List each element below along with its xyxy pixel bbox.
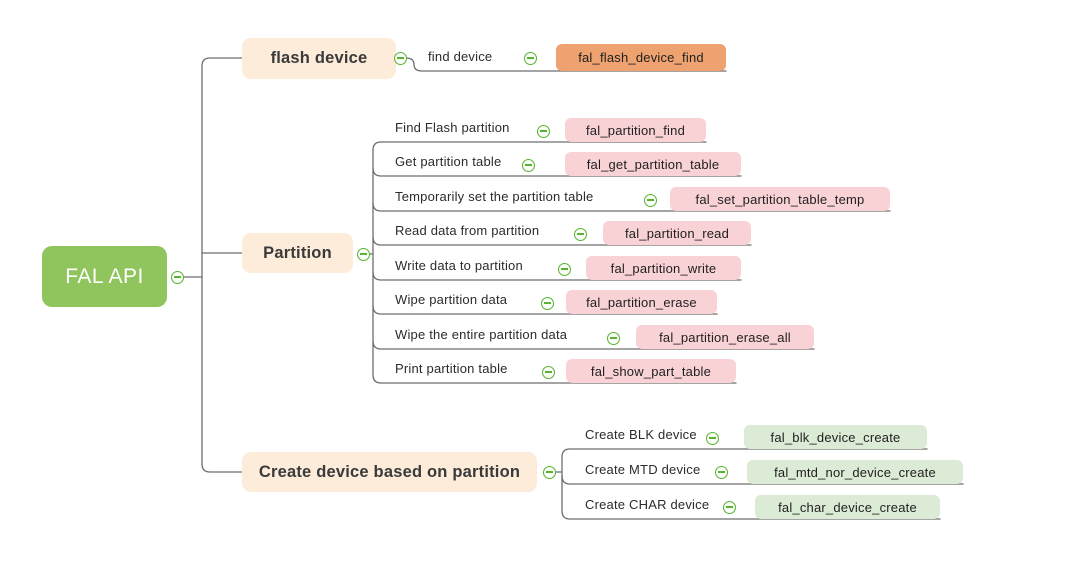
collapse-minus-icon[interactable] [606,331,620,345]
node-create-device-based-on-partition[interactable]: Create device based on partition [242,452,537,492]
node-fal-char-device-create[interactable]: fal_char_device_create [755,495,940,519]
node-create-blk-device[interactable]: Create BLK device [585,427,697,442]
node-fal-partition-read[interactable]: fal_partition_read [603,221,751,245]
node-fal-set-partition-table-temp[interactable]: fal_set_partition_table_temp [670,187,890,211]
collapse-minus-icon[interactable] [541,365,555,379]
collapse-minus-icon[interactable] [536,124,550,138]
node-flash-device[interactable]: flash device [242,38,396,79]
node-find-flash-partition[interactable]: Find Flash partition [395,120,510,135]
node-find-device[interactable]: find device [428,49,493,64]
node-fal-api[interactable]: FAL API [42,246,167,307]
collapse-minus-icon[interactable] [643,193,657,207]
node-fal-blk-device-create[interactable]: fal_blk_device_create [744,425,927,449]
node-fal-partition-write[interactable]: fal_partition_write [586,256,741,280]
node-fal-partition-find[interactable]: fal_partition_find [565,118,706,142]
node-get-partition-table[interactable]: Get partition table [395,154,502,169]
collapse-minus-icon[interactable] [542,465,556,479]
collapse-minus-icon[interactable] [356,247,370,261]
collapse-minus-icon[interactable] [573,227,587,241]
node-fal-partition-erase-all[interactable]: fal_partition_erase_all [636,325,814,349]
node-fal-show-part-table[interactable]: fal_show_part_table [566,359,736,383]
collapse-minus-icon[interactable] [705,431,719,445]
node-wipe-entire-partition-data[interactable]: Wipe the entire partition data [395,327,568,342]
node-fal-flash-device-find[interactable]: fal_flash_device_find [556,44,726,71]
collapse-minus-icon[interactable] [393,51,407,65]
node-temporarily-set-partition-table[interactable]: Temporarily set the partition table [395,189,594,204]
collapse-minus-icon[interactable] [523,51,537,65]
node-wipe-partition-data[interactable]: Wipe partition data [395,292,508,307]
collapse-minus-icon[interactable] [540,296,554,310]
node-print-partition-table[interactable]: Print partition table [395,361,508,376]
node-create-mtd-device[interactable]: Create MTD device [585,462,701,477]
collapse-minus-icon[interactable] [722,500,736,514]
node-partition[interactable]: Partition [242,233,353,273]
node-fal-mtd-nor-device-create[interactable]: fal_mtd_nor_device_create [747,460,963,484]
collapse-minus-icon[interactable] [170,270,184,284]
node-read-data-from-partition[interactable]: Read data from partition [395,223,540,238]
node-fal-get-partition-table[interactable]: fal_get_partition_table [565,152,741,176]
collapse-minus-icon[interactable] [714,465,728,479]
node-create-char-device[interactable]: Create CHAR device [585,497,710,512]
node-fal-partition-erase[interactable]: fal_partition_erase [566,290,717,314]
collapse-minus-icon[interactable] [557,262,571,276]
collapse-minus-icon[interactable] [521,158,535,172]
node-write-data-to-partition[interactable]: Write data to partition [395,258,523,273]
